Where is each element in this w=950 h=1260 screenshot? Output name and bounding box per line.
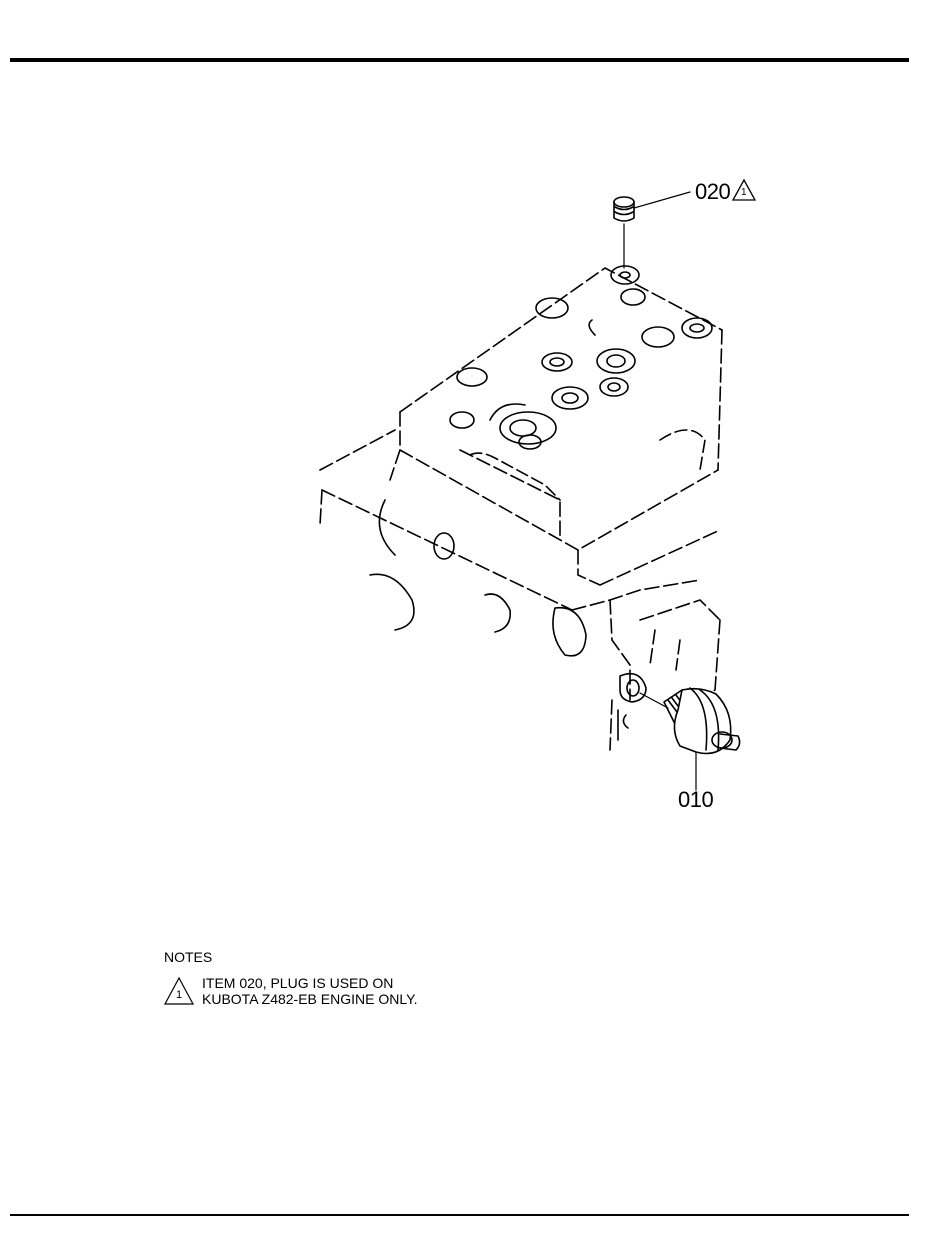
callout-010: 010	[678, 789, 713, 811]
switch-boss	[618, 674, 646, 740]
note-line-1: ITEM 020, PLUG IS USED ON	[202, 976, 418, 991]
head-side-details	[470, 430, 705, 500]
valve-ports	[450, 266, 712, 449]
notes-title: NOTES	[164, 950, 418, 965]
oil-pressure-switch-010	[640, 688, 740, 790]
callout-020-number: 020	[695, 179, 730, 204]
notes-section: NOTES 1 ITEM 020, PLUG IS USED ON KUBOTA…	[164, 950, 418, 1007]
callout-010-number: 010	[678, 787, 713, 812]
leader-020	[634, 192, 690, 208]
block-bores	[370, 500, 586, 656]
footer-rule	[10, 1214, 909, 1216]
callout-020: 020	[695, 181, 730, 203]
callout-020-flag-number: 1	[741, 188, 747, 198]
plug-020	[614, 197, 634, 268]
note-line-2: KUBOTA Z482-EB ENGINE ONLY.	[202, 992, 418, 1007]
engine-block	[320, 430, 720, 750]
note-item: 1 ITEM 020, PLUG IS USED ON KUBOTA Z482-…	[164, 976, 418, 1007]
note-flag-number: 1	[176, 990, 182, 1001]
